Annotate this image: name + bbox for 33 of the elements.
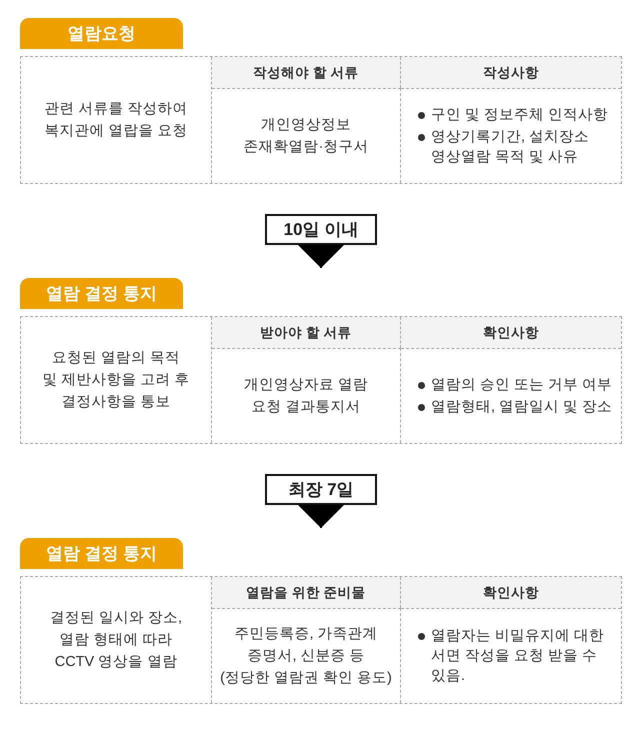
cell-text: 개인영상자료 열람 요청 결과통지서 (244, 376, 368, 417)
step-tab: 열람 결정 통지 (20, 278, 183, 309)
cell-text: 주민등록증, 가족관계 증명서, 신분증 등 (정당한 열람권 확인 용도) (220, 625, 392, 688)
step-tab: 열람 결정 통지 (20, 538, 183, 569)
header-cell (212, 317, 401, 348)
header-cell (401, 317, 621, 348)
cell-text: 개인영상정보 존재확열람·청구서 (244, 116, 368, 157)
cell-text: 결정된 일시와 장소, 열람 형태에 따라 CCTV 영상을 열람 (50, 609, 182, 672)
column-heading: 열람을 위한 준비물 (246, 584, 366, 602)
header-cell (212, 577, 401, 608)
arrow (298, 245, 344, 268)
bullet-text: 열람의 승인 또는 거부 여부 (431, 376, 612, 395)
column-heading: 받아야 할 서류 (260, 324, 352, 342)
header-cell (212, 57, 401, 88)
column-heading: 확인사항 (483, 584, 539, 602)
bullet-text: 열람자는 비밀유지에 대한 서면 작성을 요청 받을 수 있음. (431, 627, 604, 686)
bullet-text: 영상기록기간, 설치장소 영상열람 목적 및 사유 (431, 128, 590, 167)
cell-text: 관련 서류를 작성하여 복지관에 열랍을 요청 (44, 100, 188, 141)
table-cell (212, 348, 401, 443)
bullet-text: 구인 및 정보주체 인적사항 (431, 106, 608, 125)
duration-box: 10일 이내 (265, 214, 377, 245)
column-heading: 작성해야 할 서류 (253, 64, 359, 82)
bullet-text: 열람형태, 열람일시 및 장소 (431, 398, 612, 417)
header-cell (401, 57, 621, 88)
arrow (298, 505, 344, 528)
step-tab: 열람요청 (20, 18, 183, 49)
cell-text: 요청된 열람의 목적 및 제반사항을 고려 후 결정사항을 통보 (42, 349, 190, 412)
duration-box: 최장 7일 (265, 474, 377, 505)
header-cell (401, 577, 621, 608)
column-heading: 작성사항 (483, 64, 539, 82)
table-cell (212, 88, 401, 183)
table-cell (212, 608, 401, 703)
column-heading: 확인사항 (483, 324, 539, 342)
